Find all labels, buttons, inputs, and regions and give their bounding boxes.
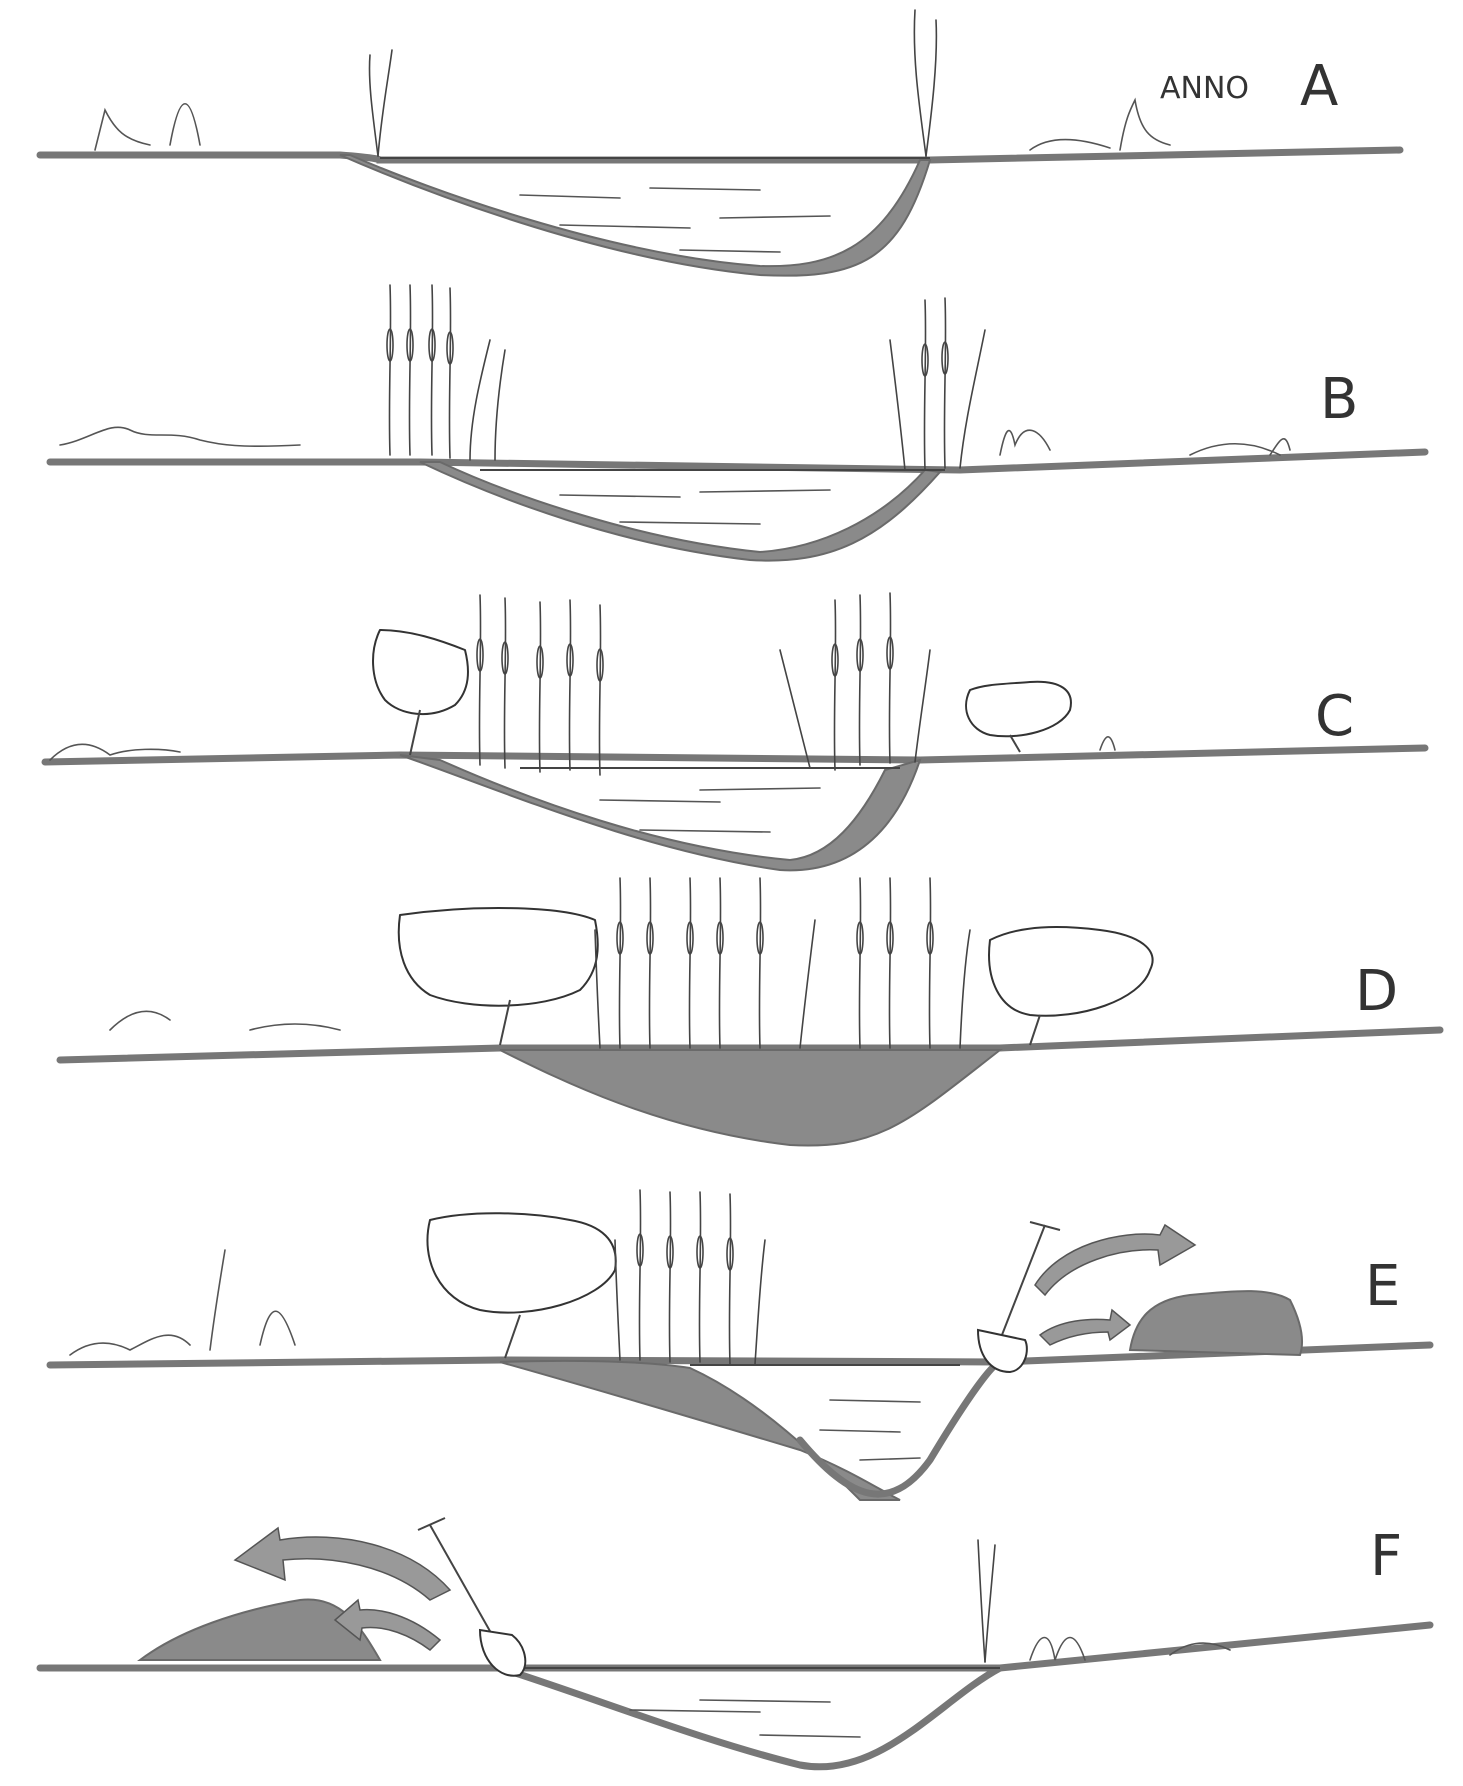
reed-pair-a bbox=[369, 10, 936, 156]
pond-bed-a bbox=[340, 155, 930, 276]
cattails-right-b bbox=[890, 298, 985, 470]
water-ripples-a bbox=[520, 188, 830, 252]
reeds-f bbox=[978, 1540, 995, 1662]
panel-d: D bbox=[60, 878, 1440, 1146]
panel-e: E bbox=[50, 1190, 1430, 1500]
shrub-right-c bbox=[966, 682, 1071, 752]
panel-c: C bbox=[45, 593, 1425, 870]
cattails-e bbox=[615, 1190, 765, 1364]
spoil-heap-f bbox=[140, 1599, 380, 1660]
panel-label-c: C bbox=[1315, 684, 1354, 749]
spoil-heap-e bbox=[1130, 1291, 1302, 1355]
panel-label-f: F bbox=[1370, 1524, 1402, 1589]
cattails-c bbox=[477, 593, 930, 775]
shrub-right-d bbox=[989, 927, 1152, 1045]
panel-f: F bbox=[40, 1518, 1430, 1767]
panel-label-e: E bbox=[1365, 1254, 1400, 1319]
water-ripples-e bbox=[820, 1400, 920, 1460]
panel-b: B bbox=[50, 285, 1425, 561]
water-ripples-b bbox=[560, 490, 830, 524]
grass-tufts-e bbox=[70, 1250, 295, 1355]
panel-label-a: A bbox=[1300, 54, 1338, 119]
grass-tufts-b bbox=[60, 427, 1290, 455]
anno-label: ANNO bbox=[1160, 71, 1249, 106]
shrub-e bbox=[427, 1213, 615, 1358]
cattails-left-b bbox=[387, 285, 505, 460]
pond-bed-c bbox=[400, 755, 920, 870]
water-ripples-c bbox=[600, 788, 820, 832]
panel-a: ANNO A bbox=[40, 10, 1400, 276]
cattails-d bbox=[595, 878, 970, 1048]
filled-pond-d bbox=[500, 1050, 1000, 1146]
grass-tufts-d bbox=[110, 1011, 340, 1030]
shrub-left-c bbox=[373, 630, 468, 755]
grass-tufts-a bbox=[95, 100, 1170, 150]
panel-label-b: B bbox=[1320, 367, 1358, 432]
panel-label-d: D bbox=[1355, 959, 1398, 1024]
pond-bed-b bbox=[420, 462, 940, 561]
water-ripples-f bbox=[630, 1700, 860, 1737]
shrub-left-d bbox=[399, 908, 598, 1045]
spade-e bbox=[978, 1222, 1060, 1372]
